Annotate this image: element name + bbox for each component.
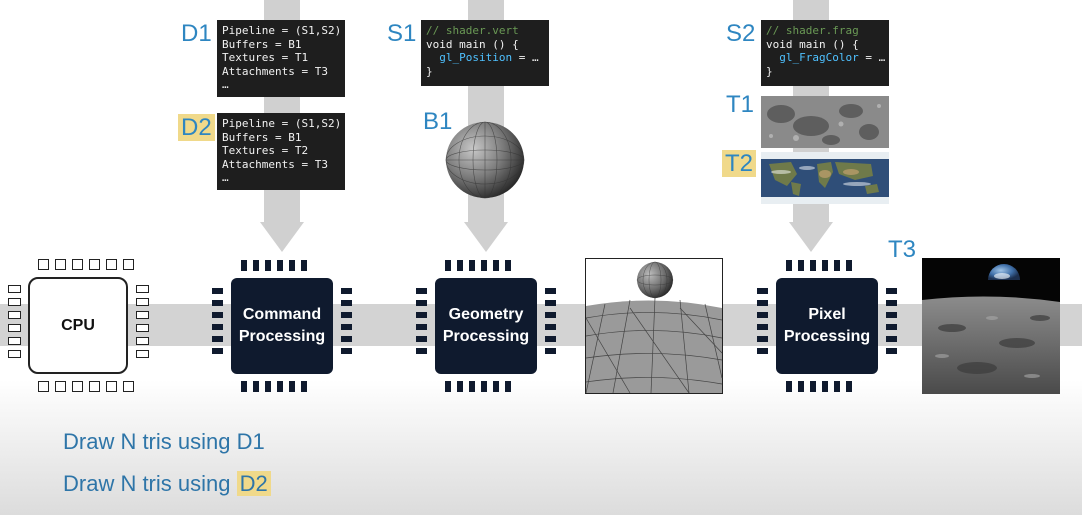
label-t2: T2 — [722, 150, 757, 178]
geometry-chip-pins-right — [545, 288, 556, 354]
command-chip-pins-right — [341, 288, 352, 354]
label-s2: S2 — [726, 20, 756, 47]
wireframe-render-image — [585, 258, 723, 394]
draw-call-d1-text: Draw N tris using D1 — [63, 429, 265, 454]
label-s1: S1 — [387, 20, 417, 47]
label-b1: B1 — [423, 108, 453, 135]
draw-call-d2-text: Draw N tris using D2 — [63, 470, 271, 498]
mesh-sphere-image — [445, 121, 525, 199]
earth-texture-image — [761, 152, 889, 204]
label-d2: D2 — [178, 114, 215, 142]
cpu-pins-bottom — [38, 381, 134, 392]
label-t1: T1 — [726, 91, 755, 118]
label-t3: T3 — [888, 236, 917, 263]
pipeline-band — [0, 304, 1082, 346]
geometry-chip-pins-left — [416, 288, 427, 354]
geometry-chip-pins-bottom — [445, 381, 511, 392]
pixel-chip-pins-left — [757, 288, 768, 354]
earthrise-render-image — [922, 258, 1060, 394]
command-input-arrow-head — [260, 222, 304, 252]
moon-texture-image — [761, 96, 889, 148]
cpu-chip: CPU — [28, 277, 128, 374]
geometry-input-arrow-head — [464, 222, 508, 252]
command-chip-pins-bottom — [241, 381, 307, 392]
cpu-pins-right — [136, 285, 149, 358]
command-chip-pins-left — [212, 288, 223, 354]
command-chip-pins-top — [241, 260, 307, 271]
label-d1: D1 — [181, 20, 212, 47]
geometry-chip-pins-top — [445, 260, 511, 271]
cpu-pins-top — [38, 259, 134, 270]
cpu-pins-left — [8, 285, 21, 358]
pixel-chip-pins-right — [886, 288, 897, 354]
pixel-chip-pins-bottom — [786, 381, 852, 392]
pixel-input-arrow-head — [789, 222, 833, 252]
pixel-chip-pins-top — [786, 260, 852, 271]
